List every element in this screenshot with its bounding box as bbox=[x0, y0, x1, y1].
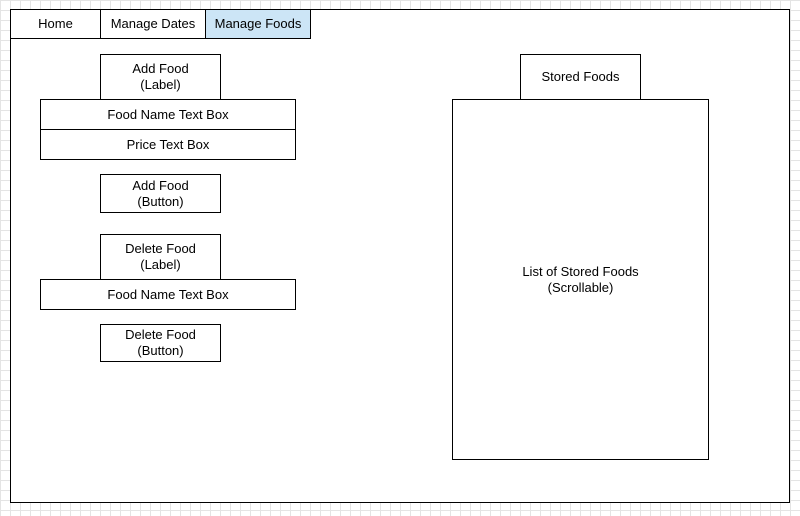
add-food-label: Add Food (Label) bbox=[100, 54, 221, 100]
tab-home[interactable]: Home bbox=[10, 9, 101, 39]
tab-manage-foods[interactable]: Manage Foods bbox=[205, 9, 311, 39]
stored-foods-list[interactable]: List of Stored Foods (Scrollable) bbox=[452, 99, 709, 460]
stored-foods-label: Stored Foods bbox=[520, 54, 641, 100]
delete-food-name-input[interactable]: Food Name Text Box bbox=[40, 279, 296, 310]
add-food-button[interactable]: Add Food (Button) bbox=[100, 174, 221, 213]
delete-food-button[interactable]: Delete Food (Button) bbox=[100, 324, 221, 362]
delete-food-label: Delete Food (Label) bbox=[100, 234, 221, 280]
add-food-name-input[interactable]: Food Name Text Box bbox=[40, 99, 296, 130]
tab-manage-dates[interactable]: Manage Dates bbox=[100, 9, 206, 39]
price-input[interactable]: Price Text Box bbox=[40, 129, 296, 160]
